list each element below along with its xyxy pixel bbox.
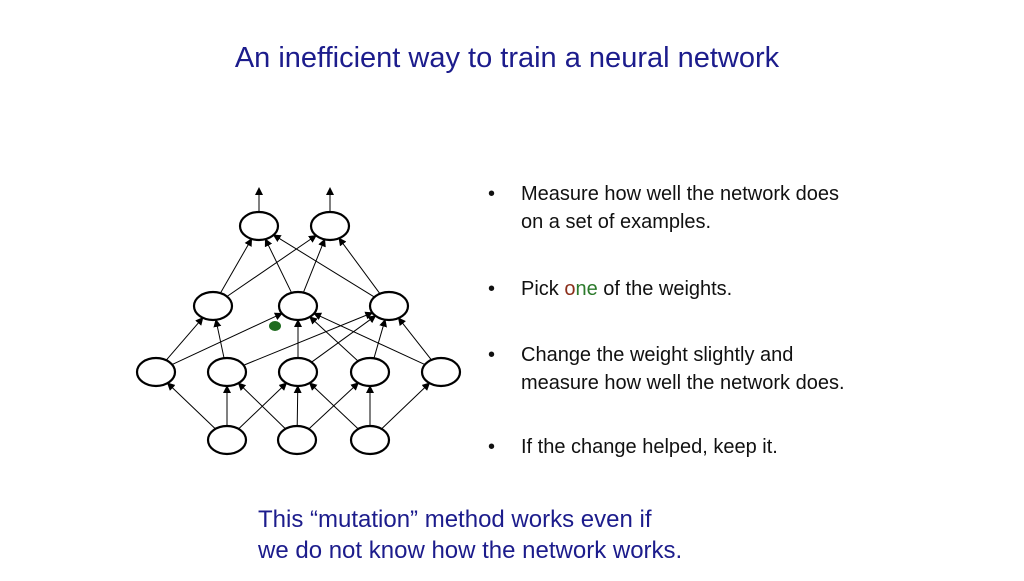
connection-weight [226, 234, 317, 297]
connection-weight [302, 238, 326, 293]
hidden-node [277, 290, 319, 322]
connection-weight [272, 234, 375, 298]
connection-weight [213, 318, 225, 359]
hidden-node [420, 356, 462, 388]
hidden-node [277, 356, 319, 388]
connection-weight [313, 312, 426, 366]
connection-weight [264, 238, 293, 294]
bullet-text: If the change helped, keep it. [521, 433, 1001, 461]
bullet-text-before: Pick [521, 278, 565, 300]
connection-weight [293, 384, 302, 427]
bullet-dot: • [488, 183, 496, 205]
connection-weight [219, 238, 253, 294]
selected-weight-dot [269, 321, 281, 331]
input-node [206, 424, 248, 456]
bullet-text: Pick one of the weights. [521, 275, 1001, 303]
connection-weight [308, 382, 359, 430]
input-node [276, 424, 318, 456]
connection-weight [311, 315, 377, 363]
neural-network-diagram [135, 187, 462, 456]
bullet-line: measure how well the network does. [521, 372, 845, 394]
slide-title: An inefficient way to train a neural net… [234, 42, 780, 74]
hidden-node [349, 356, 391, 388]
footer-line: we do not know how the network works. [258, 537, 683, 564]
output-node [238, 210, 280, 242]
highlight-part-b: ne [575, 278, 598, 300]
connection-weight [381, 382, 431, 430]
bullet-line: Change the weight slightly and [521, 344, 794, 366]
footer-text: This “mutation” method works even if we … [258, 504, 858, 566]
bullet-line: Measure how well the network does [521, 183, 839, 205]
output-node [309, 210, 351, 242]
bullet-line: on a set of examples. [521, 211, 712, 233]
connection-weight [338, 237, 381, 294]
hidden-node [192, 290, 234, 322]
connection-weight [171, 312, 283, 365]
bullet-text: Measure how well the network does on a s… [521, 180, 1001, 236]
bullet-text-after: of the weights. [597, 278, 733, 300]
connection-weight [373, 318, 387, 359]
hidden-node [368, 290, 410, 322]
hidden-node [206, 356, 248, 388]
connection-weight [237, 382, 286, 430]
bullet-text: Change the weight slightly and measure h… [521, 341, 1001, 397]
bullet-dot: • [488, 436, 496, 458]
bullet-dot: • [488, 344, 496, 366]
highlight-part-a: o [564, 278, 576, 300]
hidden-node [135, 356, 177, 388]
connection-weight [309, 316, 359, 362]
network-nodes [135, 210, 462, 456]
connection-weight [166, 382, 216, 430]
input-node [349, 424, 391, 456]
footer-line: This “mutation” method works even if [258, 506, 652, 533]
bullet-line: If the change helped, keep it. [521, 436, 778, 458]
network-edges [165, 187, 432, 430]
connection-weight [243, 311, 374, 366]
highlighted-word: one [564, 278, 597, 300]
connection-weight [397, 317, 432, 361]
bullet-dot: • [488, 278, 496, 300]
connection-weight [165, 317, 204, 361]
